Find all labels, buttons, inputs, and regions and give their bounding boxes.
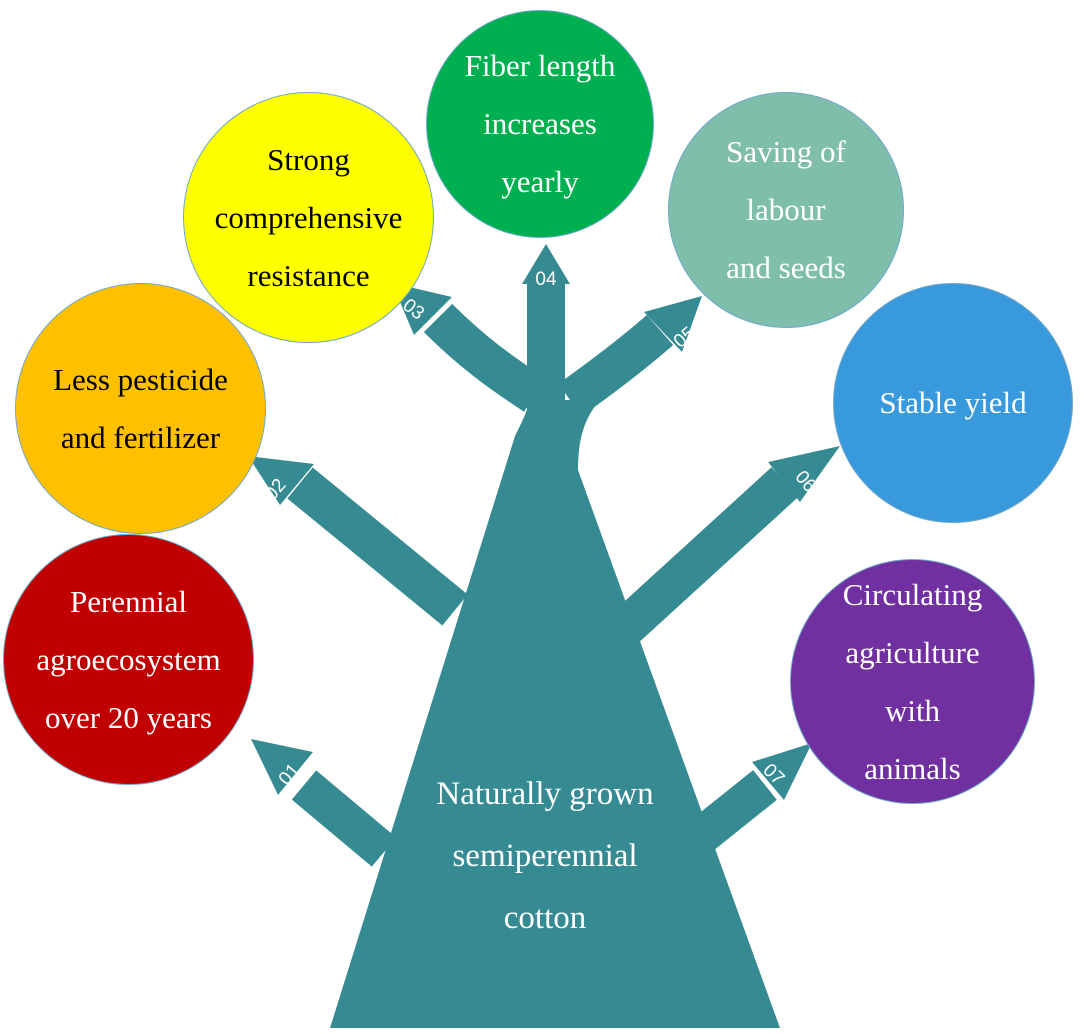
trunk-label: Naturally grown semiperennial cotton [395,763,695,949]
benefit-circle-saving-labour: Saving of labour and seeds [668,92,904,328]
benefit-text-line: Circulating [842,576,983,612]
benefit-text-line: animals [864,750,961,786]
benefit-text-line: over 20 years [45,699,212,735]
benefit-text-line: agroecosystem [36,641,221,677]
branch-arrow-05: 05 [558,296,702,417]
branch-arrow-02: 02 [248,456,468,626]
benefit-text-line: agriculture with [845,634,980,728]
trunk-label-line: semiperennial [452,838,638,874]
branch-arrow-07: 07 [678,743,812,860]
benefit-circle-perennial-agroecosystem: Perennial agroecosystem over 20 years [3,534,254,785]
benefit-text-line: increases yearly [483,106,597,199]
benefit-circle-stable-yield: Stable yield [833,283,1073,523]
benefit-circle-less-pesticide: Less pesticide and fertilizer [15,283,266,534]
benefit-text-line: resistance [247,257,370,293]
benefit-circle-fiber-length: Fiber length increases yearly [426,10,654,238]
benefit-text-line: Less pesticide [53,361,228,397]
benefit-text-line: Perennial [69,583,188,619]
benefit-text-line: comprehensive [214,199,403,235]
benefit-text-line: Fiber length [464,48,616,83]
benefit-text-line: Saving of labour [726,134,846,227]
tree-trunk [330,400,780,1028]
benefit-text-line: Stable yield [879,385,1027,420]
branch-arrow-04: 04 [522,244,570,420]
benefit-text-line: and seeds [726,250,846,285]
benefit-text-line: and fertilizer [60,419,221,455]
trunk-label-line: cotton [503,900,587,936]
benefit-text-line: Strong [267,141,350,177]
benefit-circle-strong-resistance: Strong comprehensive resistance [183,92,434,343]
trunk-label-line: Naturally grown [436,776,654,812]
branch-number-04: 04 [535,269,557,290]
benefit-circle-circulating-agriculture: Circulating agriculture with animals [790,559,1035,804]
branch-arrow-01: 01 [251,739,397,867]
